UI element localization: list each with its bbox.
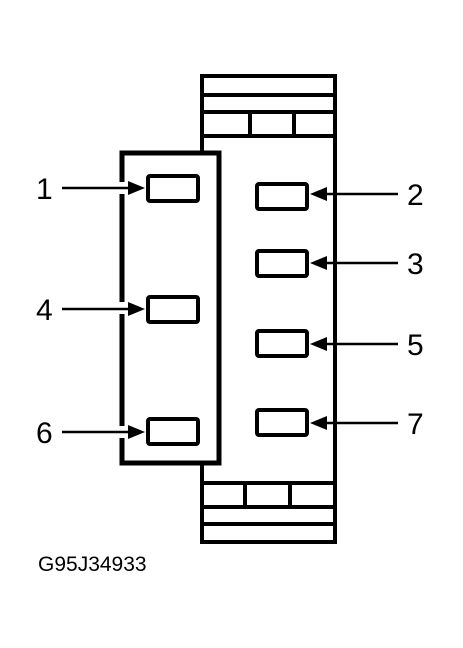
- pin-label-6: 6: [36, 417, 53, 450]
- arrowhead-6: [128, 425, 145, 439]
- terminals: [146, 174, 309, 446]
- arrowhead-2: [310, 187, 327, 201]
- pin-label-2: 2: [407, 179, 424, 212]
- figure-id: G95J34933: [38, 553, 147, 576]
- terminal-cavity-3: [255, 249, 309, 278]
- pin-label-7: 7: [407, 408, 424, 441]
- arrowhead-3: [310, 256, 327, 270]
- pin-labels: 1 2 3 4 5 6 7: [36, 173, 424, 450]
- right-housing-outline: [200, 74, 337, 544]
- terminal-cavity-4: [146, 295, 200, 324]
- pin-label-3: 3: [407, 248, 424, 281]
- arrowhead-5: [310, 337, 327, 351]
- arrowhead-1: [128, 181, 145, 195]
- right-housing: [200, 74, 337, 544]
- arrowhead-7: [310, 416, 327, 430]
- terminal-cavity-2: [255, 182, 309, 211]
- terminal-cavity-1: [146, 174, 200, 203]
- terminal-cavity-6: [146, 417, 200, 446]
- terminal-cavity-7: [255, 408, 309, 437]
- pin-label-1: 1: [36, 173, 53, 206]
- pin-label-5: 5: [407, 329, 424, 362]
- leader-arrows: [62, 181, 398, 439]
- pin-label-4: 4: [36, 294, 53, 327]
- arrowhead-4: [128, 302, 145, 316]
- terminal-cavity-5: [255, 329, 309, 358]
